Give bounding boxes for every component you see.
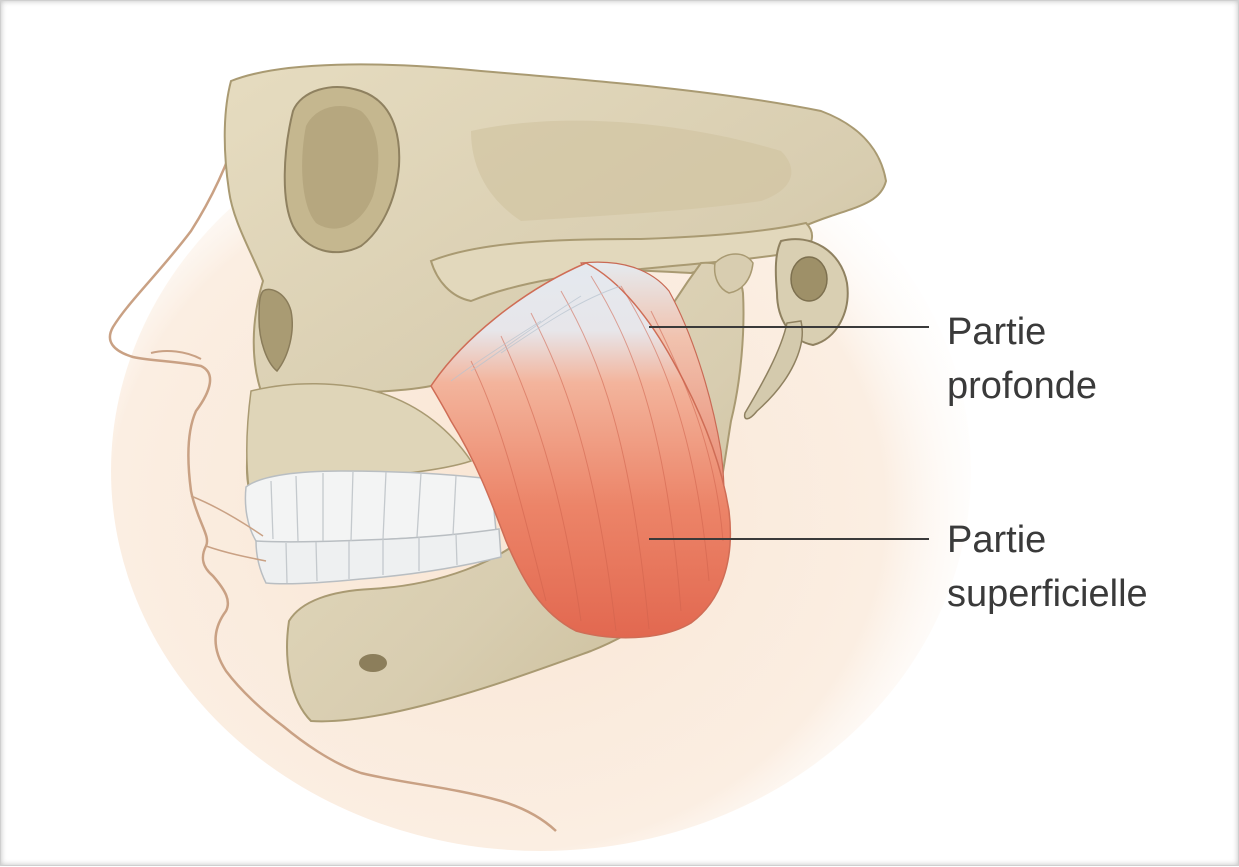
label-deep-part: Partie profonde bbox=[947, 305, 1097, 413]
label-superficial-line2: superficielle bbox=[947, 567, 1148, 621]
ear-canal bbox=[791, 257, 827, 301]
label-superficial-part: Partie superficielle bbox=[947, 513, 1148, 621]
mental-foramen bbox=[359, 654, 387, 672]
label-deep-line1: Partie bbox=[947, 305, 1097, 359]
label-deep-line2: profonde bbox=[947, 359, 1097, 413]
upper-teeth bbox=[245, 471, 496, 543]
label-superficial-line1: Partie bbox=[947, 513, 1148, 567]
